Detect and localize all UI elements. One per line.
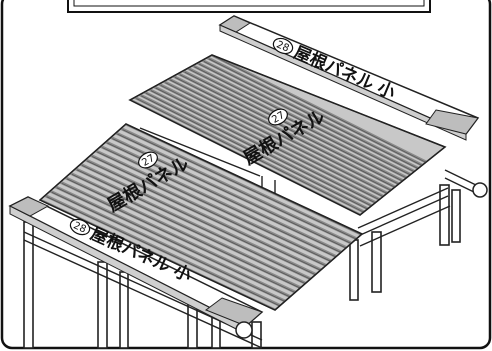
panel-ridge-edge (117, 133, 353, 245)
panel-ridge-edge (122, 129, 358, 241)
panel-ridge-edge (184, 71, 415, 188)
panel-ridge-edge (86, 160, 323, 272)
panel-ridge (120, 127, 357, 240)
panel-ridge-edge (66, 178, 303, 290)
panel-ridge-edge (179, 74, 411, 191)
panel-ridge-edge (189, 69, 420, 185)
panel-ridge-edge (150, 90, 382, 206)
panel-ridge (84, 158, 322, 272)
panel-ridge (64, 176, 301, 290)
panel-ridge (54, 185, 291, 298)
panel-ridge-edge (141, 95, 372, 212)
panel-ridge-edge (165, 82, 396, 199)
part-number: 28 (275, 39, 291, 54)
frame-structure (23, 127, 461, 349)
panel-ridge-edge (51, 191, 287, 303)
panel-ridge-edge (61, 182, 298, 294)
gutter-end-cap (235, 321, 253, 339)
panel-ridge-edge (71, 174, 308, 285)
panel-ridge-edge (203, 61, 435, 177)
upper-panel-outline (128, 54, 447, 216)
panel-ridge (44, 194, 281, 307)
caption-box-inner (73, 0, 425, 7)
panel-ridge-edge (46, 196, 282, 308)
beam-right (357, 187, 451, 247)
lower-panel-outline (38, 123, 364, 311)
panel-ridge (115, 131, 352, 245)
part-number-badge (69, 218, 91, 236)
upper-small-panel-cap-right (425, 109, 479, 135)
panel-ridge (59, 180, 296, 294)
panel-ridge-edge (213, 55, 444, 172)
part-number-badge (138, 151, 158, 169)
post-right-mid-2 (349, 239, 359, 301)
roof-panel-upper (128, 54, 447, 216)
upper-small-panel-cap-left (218, 15, 252, 33)
panel-ridge-edge (56, 187, 292, 299)
right-gutter-end-cap (472, 182, 488, 198)
panel-ridge-edge (76, 169, 313, 281)
panel-ridge-edge (174, 77, 406, 193)
part-number-badge (268, 108, 288, 126)
part-number: 28 (72, 220, 88, 235)
panel-ridge-edge (81, 165, 318, 276)
panel-ridge-edge (160, 84, 391, 201)
label-lower-mid: 27 (138, 151, 158, 169)
panel-ridge (49, 189, 286, 303)
post-right-mid (371, 231, 382, 293)
panel-ridge-edge (136, 98, 367, 214)
panel-ridge-edge (145, 92, 377, 209)
panel-ridge-edge (198, 63, 430, 180)
panel-ridge (79, 162, 317, 276)
panel-ridge-edge (92, 156, 328, 267)
panel-ridge-edge (155, 87, 386, 204)
panel-ridge (69, 171, 306, 285)
panel-ridge (89, 153, 327, 267)
panel-ridge (95, 149, 332, 263)
roof-panel-lower (38, 123, 364, 311)
post-right-back-2 (451, 189, 461, 243)
upper-small-panel-edge (219, 24, 467, 141)
panel-ridge-edge (194, 66, 425, 183)
post-right-back (439, 184, 450, 246)
post-front-left-2 (97, 261, 108, 349)
label-upper-mid: 27 (268, 108, 288, 126)
panel-ridge-edge (97, 151, 333, 263)
right-gutter (444, 169, 488, 198)
lower-small-panel-cap-left (8, 196, 50, 217)
part-number-badge (272, 37, 294, 55)
panel-ridge-edge (208, 58, 439, 175)
panel-ridge-edge (170, 79, 401, 196)
panel-ridge (74, 167, 312, 281)
